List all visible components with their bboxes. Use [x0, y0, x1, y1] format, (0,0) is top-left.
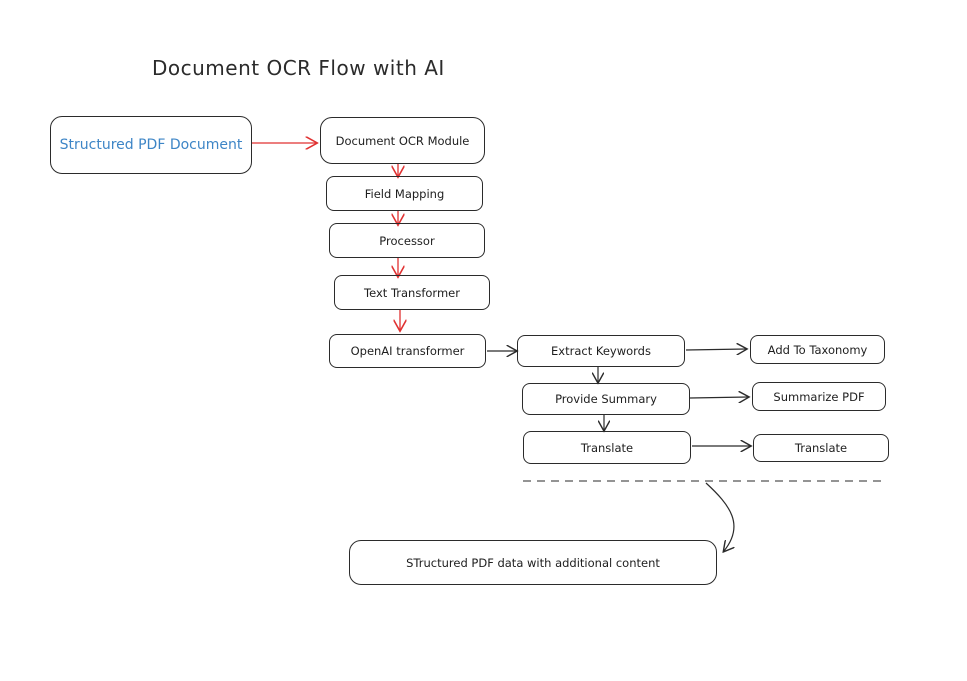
- arrow-to-output: [705, 482, 734, 551]
- node-openai-transformer: OpenAI transformer: [329, 334, 486, 368]
- node-document-ocr-module: Document OCR Module: [320, 117, 485, 164]
- node-provide-summary: Provide Summary: [522, 383, 690, 415]
- node-structured-pdf-document: Structured PDF Document: [50, 116, 252, 174]
- node-translate-output: Translate: [753, 434, 889, 462]
- node-structured-pdf-data-output: STructured PDF data with additional cont…: [349, 540, 717, 585]
- node-translate-task: Translate: [523, 431, 691, 464]
- node-processor: Processor: [329, 223, 485, 258]
- node-summarize-pdf: Summarize PDF: [752, 382, 886, 411]
- node-text-transformer: Text Transformer: [334, 275, 490, 310]
- node-add-to-taxonomy: Add To Taxonomy: [750, 335, 885, 364]
- node-extract-keywords: Extract Keywords: [517, 335, 685, 367]
- diagram-title: Document OCR Flow with AI: [152, 56, 445, 80]
- arrow-extract-keywords-to-add-taxonomy: [685, 349, 746, 350]
- node-field-mapping: Field Mapping: [326, 176, 483, 211]
- arrow-provide-summary-to-summarize-pdf: [689, 397, 748, 398]
